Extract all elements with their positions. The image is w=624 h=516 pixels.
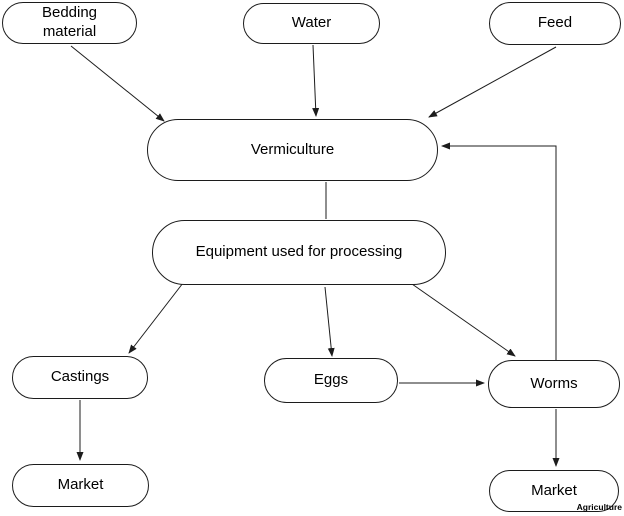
node-vermiculture-label: Vermiculture: [250, 140, 335, 158]
node-worms: Worms: [488, 360, 620, 408]
node-bedding-material: Bedding material: [2, 2, 137, 44]
node-equipment-label: Equipment used for processing: [195, 243, 403, 261]
node-feed: Feed: [489, 2, 621, 45]
edge-equipment-to-castings: [128, 282, 184, 354]
node-water: Water: [243, 3, 380, 44]
node-market-left: Market: [12, 464, 149, 507]
node-bedding-material-label: Bedding material: [41, 4, 98, 40]
node-water-label: Water: [291, 14, 332, 32]
node-market-left-label: Market: [57, 476, 104, 494]
node-eggs-label: Eggs: [313, 371, 349, 389]
node-castings-label: Castings: [50, 368, 110, 386]
watermark-agriculture: Agriculture: [576, 502, 622, 512]
node-feed-label: Feed: [537, 14, 573, 32]
edge-water-to-vermiculture: [312, 44, 320, 117]
node-market-right-label: Market: [531, 481, 577, 499]
edge-worms-to-vermiculture-feedback: [441, 142, 557, 360]
node-castings: Castings: [12, 356, 148, 399]
node-worms-label: Worms: [530, 374, 578, 392]
edge-equipment-to-eggs: [324, 286, 335, 357]
node-equipment: Equipment used for processing: [152, 220, 446, 285]
edge-equipment-to-worms: [411, 283, 516, 357]
node-eggs: Eggs: [264, 358, 398, 403]
edge-bedding-to-vermiculture: [70, 45, 165, 122]
node-market-right: Market: [489, 470, 619, 512]
node-vermiculture: Vermiculture: [147, 119, 438, 181]
edge-feed-to-vermiculture: [428, 46, 557, 118]
